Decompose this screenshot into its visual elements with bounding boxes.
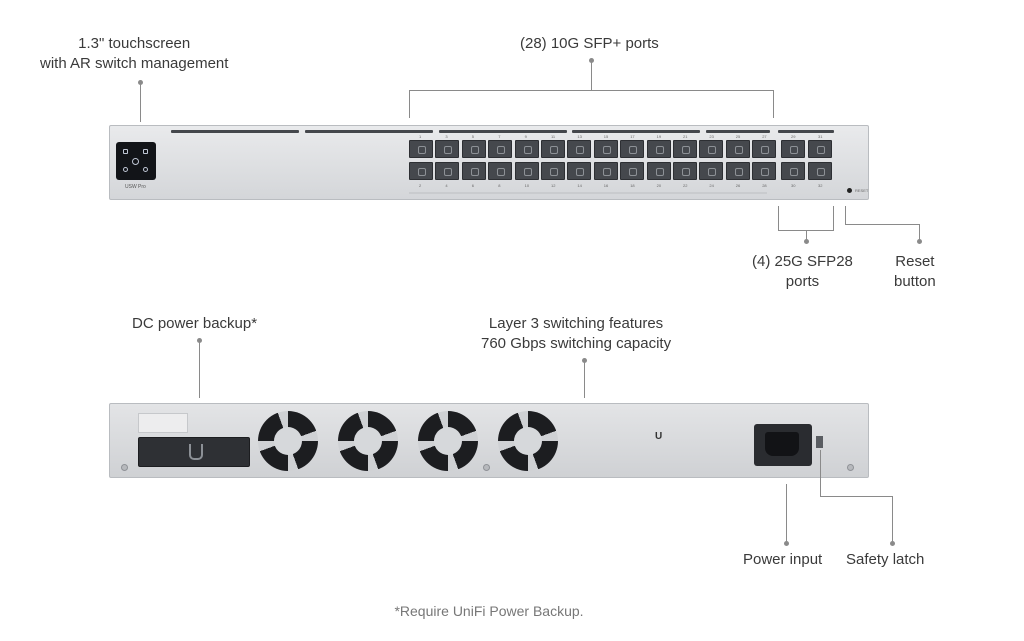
port-number: 9 <box>524 134 527 139</box>
sfp-port[interactable] <box>781 140 805 158</box>
port-number: 4 <box>445 183 448 188</box>
port-number: 3 <box>445 134 448 139</box>
reset-callout: Reset button <box>894 253 936 290</box>
footnote: *Require UniFi Power Backup. <box>394 603 584 619</box>
safety-latch-callout: Safety latch <box>846 551 925 568</box>
port-number: 20 <box>656 183 662 188</box>
rear-panel: U <box>109 403 869 478</box>
port-number: 19 <box>656 134 662 139</box>
sfp-port[interactable] <box>781 162 805 180</box>
dc-power-callout: DC power backup* <box>132 315 258 332</box>
sfp-port[interactable] <box>646 162 671 180</box>
sfp-port[interactable] <box>488 140 513 158</box>
safety-latch[interactable] <box>816 436 823 448</box>
port-number: 17 <box>630 134 635 139</box>
port-number: 10 <box>524 183 530 188</box>
fan <box>498 411 558 471</box>
port-number: 12 <box>551 183 556 188</box>
label-sticker <box>138 413 188 433</box>
port-number: 6 <box>471 183 475 188</box>
sfp-port[interactable] <box>461 140 486 158</box>
port-number: 15 <box>603 134 609 139</box>
port-number: 32 <box>818 183 823 188</box>
sfp-port[interactable] <box>488 162 513 180</box>
port-number: 13 <box>577 134 582 139</box>
fan <box>418 411 478 471</box>
sfp-port[interactable] <box>593 162 618 180</box>
port-number: 22 <box>683 183 688 188</box>
sfp-port[interactable] <box>593 140 618 158</box>
sfp-port[interactable] <box>567 162 592 180</box>
port-number: 27 <box>762 134 767 139</box>
power-input-callout: Power input <box>743 551 823 568</box>
sfp-port[interactable] <box>567 140 592 158</box>
sfp-port[interactable] <box>808 162 832 180</box>
sfp28-callout: (4) 25G SFP28 ports <box>752 253 853 290</box>
port-number: 11 <box>551 134 556 139</box>
sfp-port[interactable] <box>673 140 697 158</box>
fan <box>338 411 398 471</box>
sfp-port[interactable] <box>752 140 777 158</box>
port-number: 23 <box>709 134 714 139</box>
sfp-port[interactable] <box>699 140 724 158</box>
touchscreen[interactable] <box>116 142 156 180</box>
sfp-port[interactable] <box>409 162 433 180</box>
sfp-port[interactable] <box>808 140 832 158</box>
sfp-port[interactable] <box>725 162 750 180</box>
port-number: 29 <box>791 134 796 139</box>
sfp-plus-callout: (28) 10G SFP+ ports <box>520 35 659 52</box>
port-number: 30 <box>791 183 796 188</box>
sfp-port[interactable] <box>409 140 433 158</box>
sfp-port[interactable] <box>620 140 645 158</box>
port-number: 14 <box>577 183 582 188</box>
sfp-port[interactable] <box>725 140 750 158</box>
port-number: 24 <box>709 183 714 188</box>
fan <box>258 411 318 471</box>
power-input-socket[interactable] <box>754 424 812 466</box>
sfp-port[interactable] <box>541 140 565 158</box>
dc-power-port[interactable] <box>138 437 250 467</box>
touchscreen-callout: 1.3" touchscreen with AR switch manageme… <box>40 35 229 72</box>
sfp-port[interactable] <box>514 162 539 180</box>
port-number: 31 <box>818 134 823 139</box>
port-number: 5 <box>471 134 475 139</box>
layer3-callout: Layer 3 switching features 760 Gbps swit… <box>481 315 672 352</box>
sfp-port[interactable] <box>752 162 777 180</box>
sfp-port[interactable] <box>461 162 486 180</box>
port-number: 8 <box>498 183 501 188</box>
model-label: USW Pro <box>125 184 146 190</box>
port-number: 25 <box>735 134 741 139</box>
port-number: 18 <box>630 183 635 188</box>
port-number: 28 <box>762 183 767 188</box>
sfp-port[interactable] <box>646 140 671 158</box>
reset-button[interactable] <box>847 188 852 193</box>
sfp-port[interactable] <box>620 162 645 180</box>
port-number: 21 <box>683 134 688 139</box>
port-number: 7 <box>498 134 501 139</box>
port-number: 26 <box>735 183 741 188</box>
ubiquiti-logo-icon: U <box>655 431 663 442</box>
reset-label: RESET <box>855 188 869 193</box>
sfp-port[interactable] <box>435 140 460 158</box>
sfp-port[interactable] <box>541 162 565 180</box>
port-number: 2 <box>419 183 422 188</box>
port-number: 1 <box>419 134 422 139</box>
sfp-port[interactable] <box>514 140 539 158</box>
sfp-port[interactable] <box>673 162 697 180</box>
port-number: 16 <box>603 183 609 188</box>
sfp-port[interactable] <box>699 162 724 180</box>
sfp-port[interactable] <box>435 162 460 180</box>
